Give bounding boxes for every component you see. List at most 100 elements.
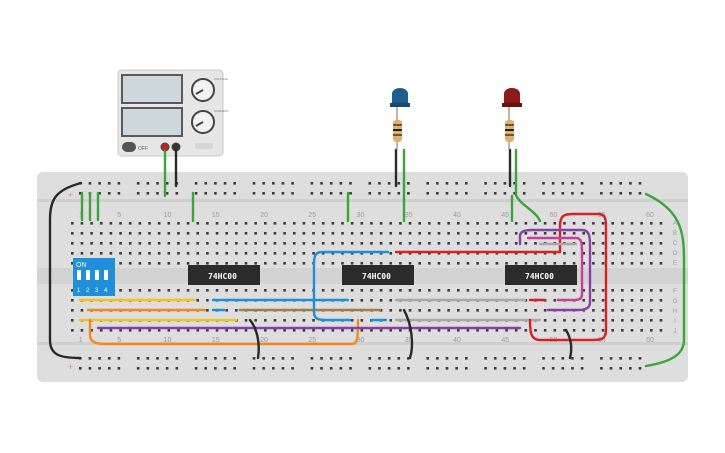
strip-hole[interactable]: [167, 289, 171, 292]
strip-hole[interactable]: [225, 329, 228, 332]
strip-hole[interactable]: [283, 252, 286, 255]
strip-hole[interactable]: [302, 232, 306, 235]
wire-black-bottom-2[interactable]: [402, 308, 414, 360]
strip-hole[interactable]: [128, 329, 132, 332]
strip-hole[interactable]: [360, 329, 364, 332]
strip-hole[interactable]: [611, 242, 614, 245]
strip-hole[interactable]: [495, 309, 499, 312]
rail-hole[interactable]: [107, 182, 111, 185]
dip-switch[interactable]: ON 1 2 3 4: [73, 258, 115, 296]
rail-hole[interactable]: [98, 357, 101, 360]
strip-hole[interactable]: [524, 222, 528, 225]
strip-hole[interactable]: [601, 252, 605, 255]
strip-hole[interactable]: [167, 252, 171, 255]
strip-hole[interactable]: [186, 262, 190, 265]
rail-hole[interactable]: [146, 192, 150, 195]
rail-hole[interactable]: [638, 182, 642, 185]
strip-hole[interactable]: [312, 319, 315, 322]
strip-hole[interactable]: [418, 252, 421, 255]
strip-hole[interactable]: [611, 232, 614, 235]
strip-hole[interactable]: [292, 319, 296, 322]
strip-hole[interactable]: [283, 319, 286, 322]
wire-red-loop-right[interactable]: [528, 212, 608, 342]
strip-hole[interactable]: [148, 289, 151, 292]
rail-hole[interactable]: [561, 357, 565, 360]
rail-hole[interactable]: [156, 357, 159, 360]
strip-hole[interactable]: [582, 299, 586, 302]
strip-hole[interactable]: [186, 329, 190, 332]
strip-hole[interactable]: [630, 289, 634, 292]
strip-hole[interactable]: [543, 289, 547, 292]
strip-hole[interactable]: [244, 319, 248, 322]
strip-hole[interactable]: [244, 329, 248, 332]
strip-hole[interactable]: [621, 329, 624, 332]
strip-hole[interactable]: [90, 329, 93, 332]
strip-hole[interactable]: [514, 222, 518, 225]
rail-hole[interactable]: [136, 192, 140, 195]
strip-hole[interactable]: [119, 329, 122, 332]
strip-hole[interactable]: [418, 329, 421, 332]
strip-hole[interactable]: [447, 289, 450, 292]
strip-hole[interactable]: [177, 289, 180, 292]
strip-hole[interactable]: [611, 319, 614, 322]
strip-hole[interactable]: [157, 329, 161, 332]
strip-hole[interactable]: [331, 232, 335, 235]
rail-hole[interactable]: [484, 182, 487, 185]
strip-hole[interactable]: [408, 252, 412, 255]
strip-hole[interactable]: [466, 329, 470, 332]
strip-hole[interactable]: [128, 289, 132, 292]
strip-hole[interactable]: [244, 242, 248, 245]
strip-hole[interactable]: [157, 289, 161, 292]
rail-hole[interactable]: [310, 182, 314, 185]
strip-hole[interactable]: [457, 309, 460, 312]
rail-hole[interactable]: [426, 182, 429, 185]
strip-hole[interactable]: [360, 252, 364, 255]
rail-hole[interactable]: [291, 367, 294, 370]
wire-black-bottom-1[interactable]: [248, 318, 260, 360]
rail-hole[interactable]: [233, 192, 236, 195]
rail-hole[interactable]: [397, 192, 401, 195]
strip-hole[interactable]: [370, 222, 373, 225]
strip-hole[interactable]: [543, 262, 547, 265]
rail-hole[interactable]: [445, 192, 449, 195]
rail-hole[interactable]: [484, 367, 487, 370]
rail-hole[interactable]: [281, 367, 285, 370]
strip-hole[interactable]: [640, 232, 643, 235]
strip-hole[interactable]: [437, 232, 441, 235]
rail-hole[interactable]: [349, 357, 352, 360]
strip-hole[interactable]: [418, 289, 421, 292]
strip-hole[interactable]: [630, 222, 634, 225]
rail-hole[interactable]: [378, 192, 381, 195]
rail-hole[interactable]: [194, 367, 198, 370]
strip-hole[interactable]: [167, 232, 171, 235]
strip-hole[interactable]: [428, 252, 431, 255]
strip-hole[interactable]: [601, 262, 605, 265]
strip-hole[interactable]: [138, 329, 142, 332]
strip-hole[interactable]: [428, 309, 431, 312]
strip-hole[interactable]: [206, 309, 209, 312]
strip-hole[interactable]: [582, 289, 586, 292]
strip-hole[interactable]: [244, 232, 248, 235]
strip-hole[interactable]: [292, 329, 296, 332]
strip-hole[interactable]: [428, 329, 431, 332]
strip-hole[interactable]: [601, 232, 605, 235]
strip-hole[interactable]: [148, 252, 151, 255]
strip-hole[interactable]: [225, 309, 228, 312]
strip-hole[interactable]: [399, 262, 402, 265]
strip-hole[interactable]: [408, 242, 412, 245]
power-supply[interactable]: VOLTAGE CURRENT OFF: [117, 69, 229, 157]
rail-hole[interactable]: [310, 192, 314, 195]
rail-hole[interactable]: [465, 357, 468, 360]
rail-hole[interactable]: [619, 367, 622, 370]
strip-hole[interactable]: [408, 222, 412, 225]
strip-hole[interactable]: [640, 252, 643, 255]
strip-hole[interactable]: [186, 242, 190, 245]
rail-hole[interactable]: [407, 367, 410, 370]
strip-hole[interactable]: [138, 252, 142, 255]
blue-led-resistor[interactable]: [393, 107, 402, 150]
strip-hole[interactable]: [90, 252, 93, 255]
strip-hole[interactable]: [659, 329, 663, 332]
rail-hole[interactable]: [272, 357, 275, 360]
strip-hole[interactable]: [659, 262, 663, 265]
strip-hole[interactable]: [572, 289, 576, 292]
